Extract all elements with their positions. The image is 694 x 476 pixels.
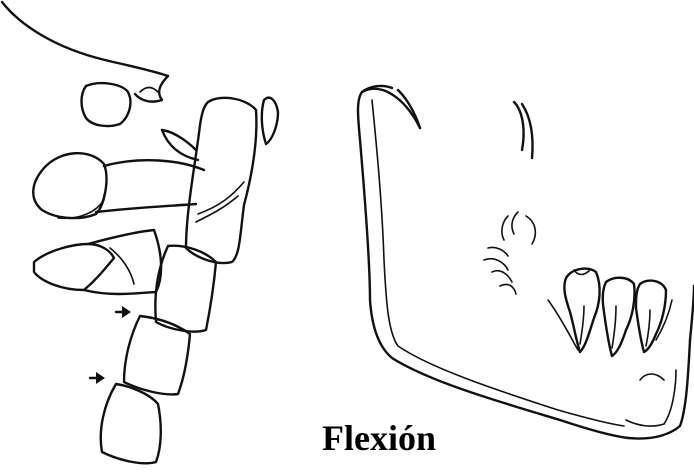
cervical-vertebrae (33, 83, 278, 463)
c4-vertebra (155, 246, 216, 332)
atlas-anterior-arch (82, 83, 131, 126)
odontoid-block (186, 98, 256, 263)
small-process (262, 98, 278, 144)
c5-vertebra (124, 316, 190, 394)
figure-caption: Flexión (322, 420, 436, 456)
teeth (564, 269, 666, 356)
c6-vertebra (101, 384, 161, 463)
mandible (358, 86, 694, 439)
c3-vertebra (34, 244, 114, 290)
tooth-1 (564, 269, 599, 352)
tooth-3 (636, 281, 666, 352)
tooth-2 (603, 278, 635, 356)
